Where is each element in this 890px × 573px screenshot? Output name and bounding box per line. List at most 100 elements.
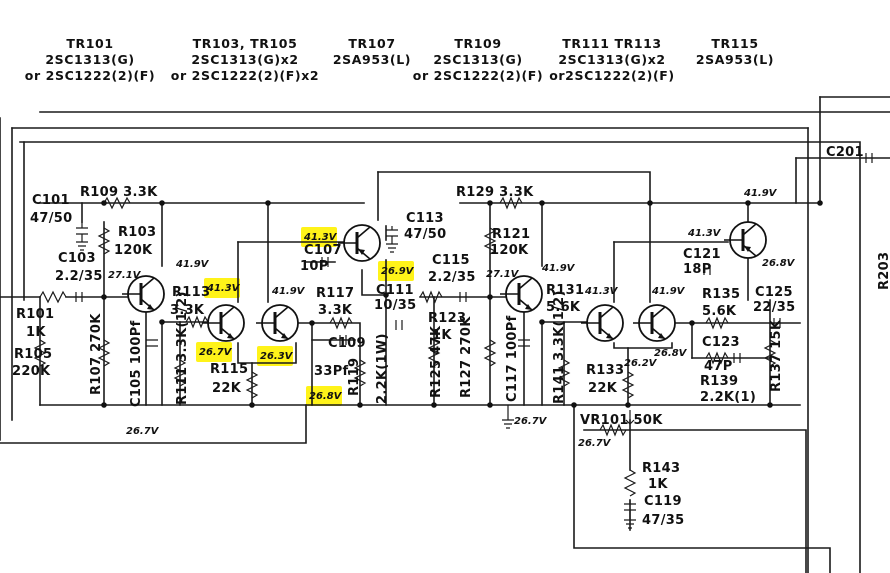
header-tr103-line-0: TR103, TR105 (193, 36, 298, 51)
component-label: R101 (16, 307, 54, 322)
component-label: 1K (648, 477, 668, 492)
component-label: 2.2K(1) (700, 390, 756, 405)
component-label: 10/35 (374, 298, 416, 313)
component-label: C121 (683, 247, 721, 262)
capacitor-c113 (386, 226, 398, 253)
component-label: 22K (212, 381, 242, 396)
voltage-highlight (204, 278, 240, 298)
voltage-label: 41.9V (271, 286, 306, 297)
component-label-vertical: R203 (877, 252, 890, 290)
component-label: VR101 50K (580, 413, 663, 428)
voltage-label: 26.7V (514, 416, 548, 427)
component-label-vertical: C117 100Pf (505, 315, 520, 402)
component-label-vertical: R107 270K (89, 313, 104, 395)
resistor-r129 (499, 196, 523, 210)
resistor-r125 (427, 339, 441, 367)
transistor-tr109 (500, 275, 543, 313)
wiring (0, 96, 890, 573)
header-tr101-line-2: or 2SC1222(2)(F) (25, 68, 155, 83)
header-tr103-line-1: 2SC1313(G)x2 (191, 52, 298, 67)
component-label: R105 (14, 347, 52, 362)
voltage-label: 27.1V (108, 270, 142, 281)
component-label: 47/50 (404, 227, 446, 242)
capacitor-c117 (518, 339, 530, 347)
component-label: 47/50 (30, 211, 72, 226)
resistor-r119 (353, 359, 367, 387)
component-label: C113 (406, 211, 444, 226)
voltage-highlight (257, 346, 293, 366)
voltage-label: 41.9V (541, 263, 576, 274)
header-tr111-line-2: or2SC1222(2)(F) (549, 68, 675, 83)
component-label: 3.3K (170, 303, 205, 318)
component-label: R143 (642, 461, 680, 476)
component-label: 1K (432, 328, 452, 343)
component-label: R115 (210, 362, 248, 377)
component-label: R109 3.3K (80, 185, 158, 200)
component-label: R103 (118, 225, 156, 240)
component-label-vertical: R111 3.3K(1/2) (175, 291, 190, 405)
component-label: 47/35 (642, 513, 684, 528)
resistor-r113 (185, 315, 209, 329)
transistor-tr111 (581, 304, 624, 342)
voltage-label: 41.3V (584, 286, 619, 297)
transistor-tr103 (202, 304, 245, 342)
header-tr101-line-1: 2SC1313(G) (45, 52, 134, 67)
header-tr115-line-0: TR115 (711, 36, 758, 51)
component-label: R117 (316, 286, 354, 301)
voltage-label: 41.3V (303, 232, 338, 243)
component-label: R139 (700, 374, 738, 389)
voltage-label: 41.9V (743, 188, 778, 199)
voltage-label: 41.3V (687, 228, 722, 239)
component-label-vertical: 2.2K(1W) (375, 333, 390, 404)
component-label: R113 (172, 285, 210, 300)
component-label: 33Pf (314, 364, 349, 379)
header-tr103-line-2: or 2SC1222(2)(F)x2 (171, 68, 319, 83)
transistors (122, 221, 767, 342)
component-label: 5.6K (546, 300, 581, 315)
component-label: R123 (428, 311, 466, 326)
resistor-r109 (103, 196, 131, 210)
resistor-r103 (97, 227, 111, 255)
component-label: 2.2/35 (55, 269, 103, 284)
component-label: C119 (644, 494, 682, 509)
transistor-tr113 (633, 304, 676, 342)
transistor-tr105 (256, 304, 299, 342)
component-label: C107 (304, 243, 342, 258)
component-label: C115 (432, 253, 470, 268)
voltage-label: 41.3V (206, 283, 241, 294)
capacitor-c115 (459, 292, 467, 302)
voltage-highlight (306, 386, 342, 406)
component-label: 22K (588, 381, 618, 396)
resistor-r127 (483, 339, 497, 367)
transistor-tr115 (724, 221, 767, 259)
header-tr109-line-1: 2SC1313(G) (433, 52, 522, 67)
component-label: C111 (376, 283, 414, 298)
voltage-label: 41.9V (175, 259, 210, 270)
resistor-r105 (33, 339, 47, 367)
capacitor-c107 (321, 257, 329, 267)
voltage-highlights (196, 227, 414, 406)
transistor-tr107 (338, 224, 381, 262)
component-label: 3.3K (318, 303, 353, 318)
voltage-label: 26.7V (199, 347, 233, 358)
ground-symbol (502, 419, 514, 429)
resistor-r137 (763, 339, 777, 367)
resistor-r101 (39, 290, 67, 304)
component-label: C201 (826, 145, 864, 160)
header-tr111-line-1: 2SC1313(G)x2 (558, 52, 665, 67)
component-label: 120K (114, 243, 153, 258)
voltage-label: 26.8V (309, 391, 343, 402)
resistor-r121 (483, 227, 497, 255)
capacitor-c121 (703, 265, 711, 275)
component-label: R121 (492, 227, 530, 242)
header-tr111-line-0: TR111 TR113 (562, 36, 661, 51)
capacitor-c103 (75, 292, 83, 302)
voltage-label: 26.3V (260, 351, 294, 362)
resistor-r117 (329, 316, 353, 330)
voltage-label: 26.8V (654, 348, 688, 359)
component-label: R133 (586, 363, 624, 378)
component-label: 22/35 (753, 300, 795, 315)
component-label: 10P (300, 259, 329, 274)
header-tr107-line-1: 2SA953(L) (333, 52, 411, 67)
